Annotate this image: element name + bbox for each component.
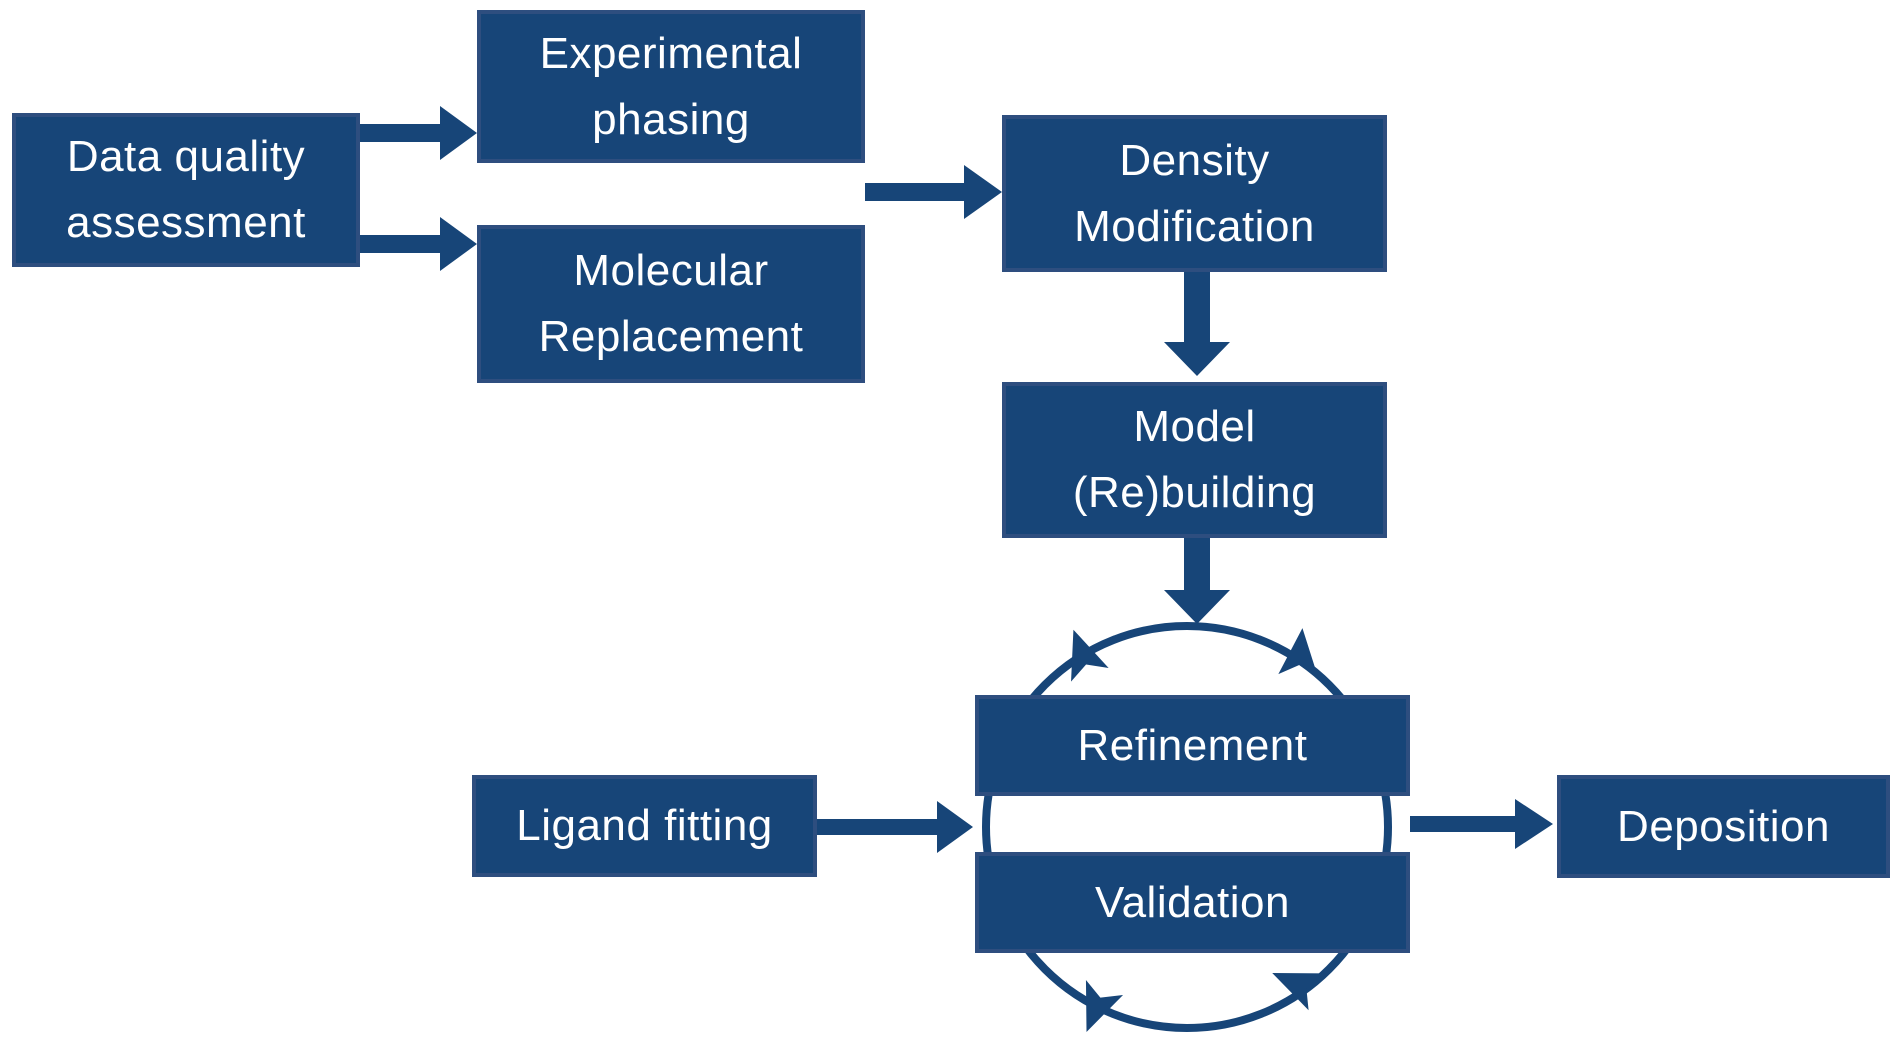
node-validation: Validation (975, 852, 1410, 953)
node-label-line: Data quality (66, 132, 306, 181)
node-label-line: Density (1119, 135, 1270, 185)
cycle-arrowhead-top-left (1071, 629, 1109, 682)
arrow-phasing-to-density-modification (865, 165, 1002, 219)
node-label-line: Experimental (539, 28, 803, 78)
node-label-line: Model (1133, 402, 1256, 451)
node-deposition: Deposition (1557, 775, 1890, 878)
cycle-arrowhead-bottom-right (1272, 973, 1325, 1011)
node-model-rebuilding: Model (Re)building (1002, 382, 1387, 538)
node-label-line: Validation (1095, 877, 1290, 927)
cycle-arrowhead-top-right (1278, 628, 1319, 678)
node-label-line: Ligand fitting (516, 801, 773, 850)
node-density-modification: Density Modification (1002, 115, 1387, 272)
arrow-density-modification-to-model-rebuilding (1164, 272, 1230, 376)
node-refinement: Refinement (975, 695, 1410, 796)
node-experimental-phasing: Experimental phasing (477, 10, 865, 163)
node-label-line: Replacement (538, 312, 804, 361)
node-label-line: phasing (592, 94, 750, 144)
refinement-validation-cycle-circle (982, 622, 1392, 1032)
node-label-line: Molecular (573, 246, 769, 295)
node-label-line: Modification (1074, 201, 1315, 251)
arrow-ligand-fitting-to-cycle (817, 801, 973, 853)
node-molecular-replacement: Molecular Replacement (477, 225, 865, 383)
node-label-line: (Re)building (1072, 468, 1317, 517)
node-label-line: Refinement (1077, 720, 1308, 770)
arrow-cycle-to-deposition (1410, 799, 1553, 849)
arrow-data-quality-to-experimental-phasing (360, 106, 477, 160)
node-label-line: Deposition (1617, 801, 1830, 851)
arrow-data-quality-to-molecular-replacement (360, 217, 477, 271)
arrow-model-rebuilding-to-cycle (1164, 538, 1230, 624)
node-ligand-fitting: Ligand fitting (472, 775, 817, 877)
node-label-line: assessment (66, 198, 306, 247)
node-data-quality-assessment: Data quality assessment (12, 113, 360, 267)
cycle-arrowhead-bottom-left (1085, 979, 1124, 1032)
